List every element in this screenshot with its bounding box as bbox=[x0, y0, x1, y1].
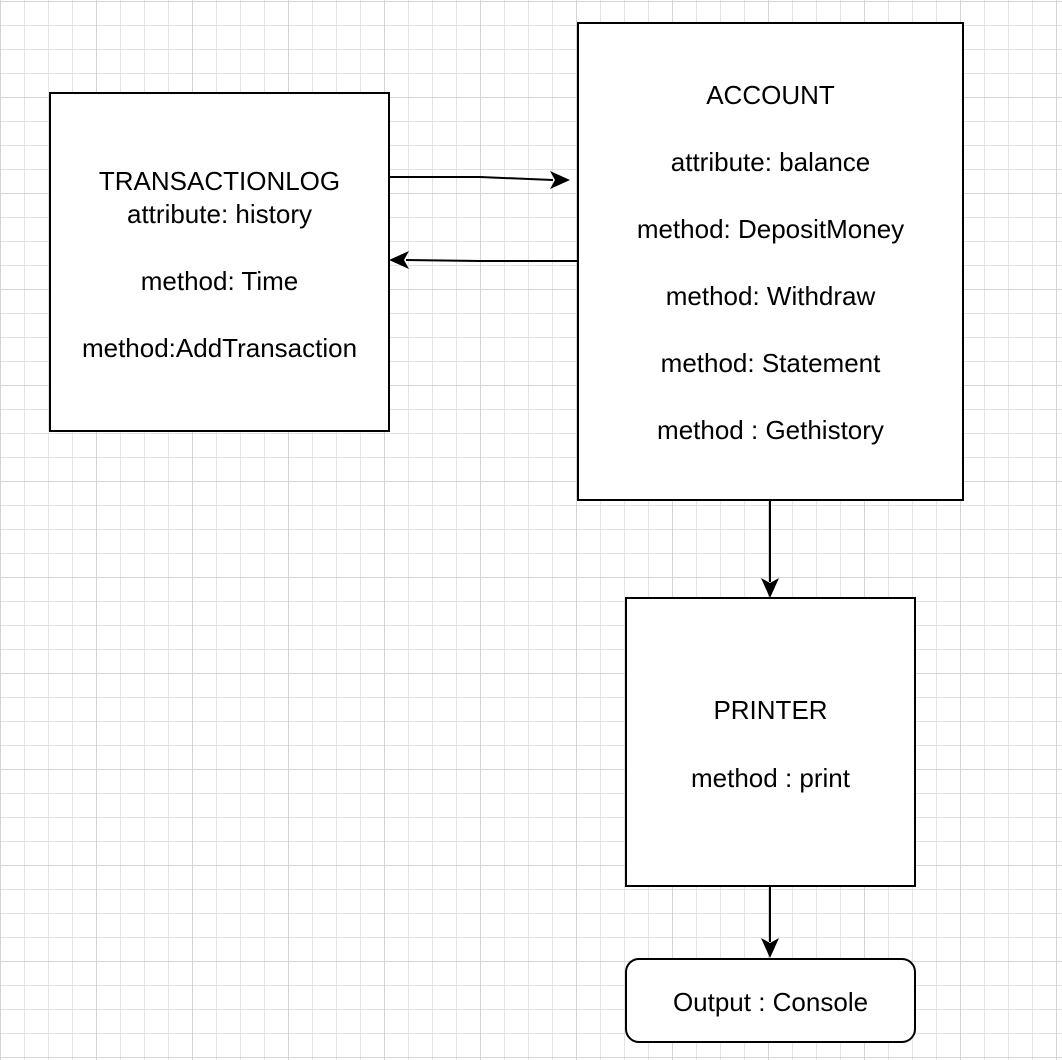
account-method-withdraw: method: Withdraw bbox=[665, 281, 876, 311]
arrow-account-to-transactionlog[interactable] bbox=[405, 259, 578, 262]
transactionlog-title: TRANSACTIONLOG bbox=[98, 166, 341, 196]
transactionlog-method-time: method: Time bbox=[140, 266, 299, 296]
printer-box[interactable]: PRINTER method : print bbox=[625, 597, 916, 887]
printer-title: PRINTER bbox=[713, 695, 828, 725]
printer-method-print: method : print bbox=[691, 763, 850, 793]
account-box[interactable]: ACCOUNT attribute: balance method: Depos… bbox=[577, 22, 964, 501]
transactionlog-box[interactable]: TRANSACTIONLOG attribute: history method… bbox=[49, 92, 390, 432]
output-console-label: Output : Console bbox=[672, 987, 869, 1017]
account-method-statement: method: Statement bbox=[660, 348, 881, 378]
arrow-transactionlog-to-account[interactable] bbox=[389, 176, 554, 181]
output-console-box[interactable]: Output : Console bbox=[625, 958, 916, 1043]
account-title: ACCOUNT bbox=[706, 80, 835, 110]
transactionlog-method-addtransaction: method:AddTransaction bbox=[81, 333, 358, 363]
arrowhead-down-icon bbox=[761, 578, 779, 598]
account-attribute: attribute: balance bbox=[670, 147, 871, 177]
arrowhead-down-icon bbox=[761, 938, 779, 958]
account-method-gethistory: method : Gethistory bbox=[657, 415, 884, 445]
account-method-depositmoney: method: DepositMoney bbox=[636, 214, 905, 244]
arrowhead-right-icon bbox=[550, 171, 570, 189]
transactionlog-attribute: attribute: history bbox=[127, 199, 312, 229]
arrowhead-left-icon bbox=[389, 251, 409, 269]
